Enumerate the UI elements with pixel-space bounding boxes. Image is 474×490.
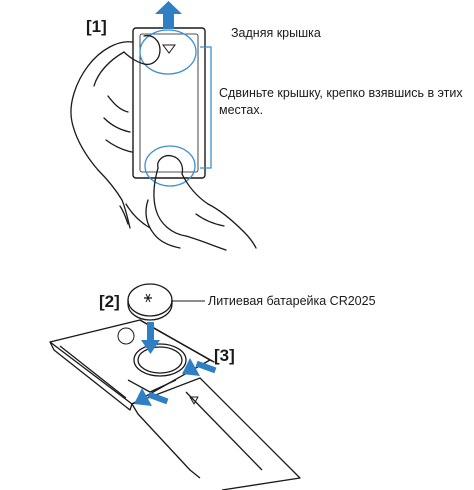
grip-area-bottom <box>144 145 196 187</box>
push-arrow-bottom <box>134 388 169 406</box>
slide-up-arrow <box>155 1 182 29</box>
push-arrow-top <box>182 358 217 376</box>
compartment-marking <box>117 327 135 345</box>
step-1-label: [1] <box>86 17 107 36</box>
insert-down-arrow <box>141 322 160 354</box>
left-hand <box>70 34 161 229</box>
battery-label: Литиевая батарейка CR2025 <box>208 294 376 308</box>
rear-cover-slide-back <box>131 377 301 490</box>
bracket <box>200 46 212 169</box>
grip-area-top <box>139 29 197 75</box>
right-hand <box>125 154 257 251</box>
triangle-mark-icon <box>162 44 176 54</box>
rear-cover-label: Задняя крышка <box>231 26 321 40</box>
step1-illustration <box>70 1 257 251</box>
slide-instruction-label: Сдвиньте крышку, крепко взявшись в этих … <box>219 86 463 117</box>
step-3-label: [3] <box>214 346 235 365</box>
step23-illustration <box>49 283 301 490</box>
step-2-label: [2] <box>99 292 120 311</box>
battery-cr2025 <box>127 283 173 321</box>
